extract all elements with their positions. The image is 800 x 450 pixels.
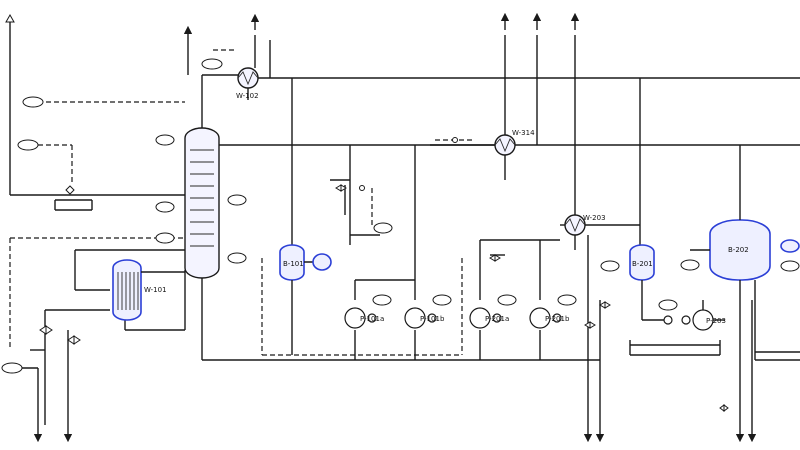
label-p101b: P-101b (420, 315, 445, 323)
pump-p201a (469, 294, 517, 329)
left-instrument-tags (1, 58, 247, 374)
tank-b202 (680, 145, 800, 443)
top-arrows (500, 12, 580, 30)
reboiler-w101 (112, 259, 185, 321)
pump-p101a (344, 294, 392, 329)
bottom-left-arrows (5, 13, 73, 443)
label-p201a: P-201a (485, 315, 509, 323)
label-p101a: P-101a (360, 315, 384, 323)
pump-p101b (404, 294, 452, 329)
label-w102: W-102 (236, 92, 259, 100)
valves (39, 137, 729, 412)
condenser-w102 (183, 13, 800, 100)
pump-p203 (642, 299, 725, 331)
label-p201b: P-201b (545, 315, 570, 323)
exchanger-w314 (430, 35, 576, 215)
center-piping (261, 145, 560, 360)
left-feed-lines (5, 35, 186, 425)
label-p203: P-203 (706, 317, 726, 325)
label-w314: W-314 (512, 129, 535, 137)
label-w101: W-101 (144, 286, 167, 294)
label-b101: B-101 (283, 260, 304, 268)
pump-p201b (529, 294, 577, 329)
label-b201: B-201 (632, 260, 653, 268)
label-b202: B-202 (728, 246, 749, 254)
exchanger-w203 (560, 214, 640, 443)
distillation-column (184, 75, 800, 361)
drum-b101 (279, 78, 332, 355)
label-w203: W-203 (583, 214, 606, 222)
drum-b201 (600, 78, 721, 356)
